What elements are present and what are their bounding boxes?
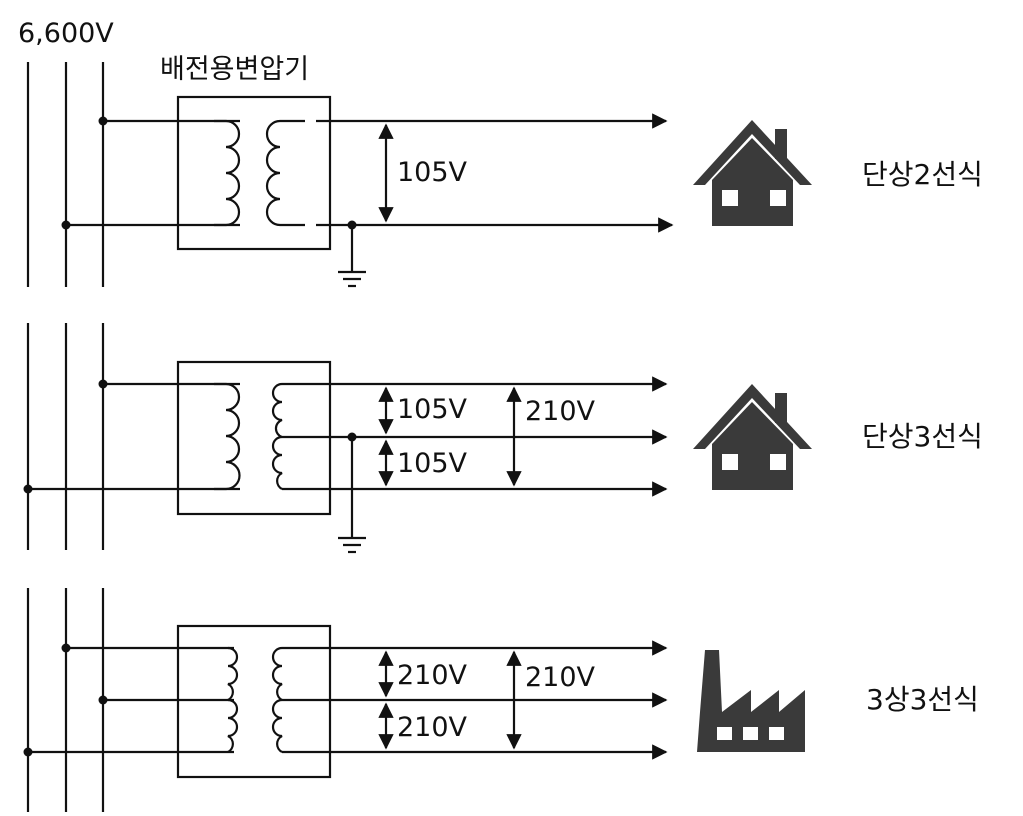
primary-wiring	[23, 643, 234, 757]
voltage-label: 105V	[397, 448, 468, 479]
voltage-label: 210V	[397, 712, 468, 743]
secondary-coil	[265, 119, 305, 227]
hv-bus-lines	[26, 323, 105, 550]
house-icon	[693, 120, 812, 226]
primary-coil	[227, 646, 239, 753]
transformer-box	[176, 95, 332, 251]
transformer-box	[176, 624, 332, 779]
secondary-coil	[271, 646, 283, 753]
ground-symbol	[338, 432, 366, 554]
secondary-coil	[271, 382, 283, 490]
primary-coil	[214, 382, 241, 491]
section-single-phase-2wire: 105V 단상2선식	[26, 62, 983, 288]
output-lines	[282, 376, 668, 497]
hv-bus-lines	[26, 62, 105, 287]
hv-bus-lines	[26, 588, 105, 812]
transformer-label: 배전용변압기	[160, 54, 309, 85]
voltage-label: 210V	[525, 662, 596, 693]
voltage-label: 210V	[397, 660, 468, 691]
factory-icon	[697, 650, 805, 752]
section-three-phase-3wire: 210V 210V 210V 3상3선식	[23, 588, 979, 812]
ground-symbol	[338, 220, 366, 288]
system-label: 단상3선식	[862, 420, 983, 453]
voltage-label: 210V	[525, 396, 596, 427]
output-lines	[282, 640, 668, 760]
house-icon	[693, 384, 812, 490]
supply-voltage-label: 6,600V	[18, 18, 114, 49]
output-lines	[316, 113, 674, 233]
voltage-label: 105V	[397, 394, 468, 425]
voltage-label: 105V	[397, 157, 468, 188]
section-single-phase-3wire: 105V 105V 210V 단상3선식	[23, 323, 983, 554]
system-label: 3상3선식	[866, 683, 979, 716]
primary-wiring	[61, 116, 240, 230]
primary-coil	[214, 119, 241, 227]
primary-wiring	[23, 379, 240, 494]
system-label: 단상2선식	[862, 158, 983, 191]
